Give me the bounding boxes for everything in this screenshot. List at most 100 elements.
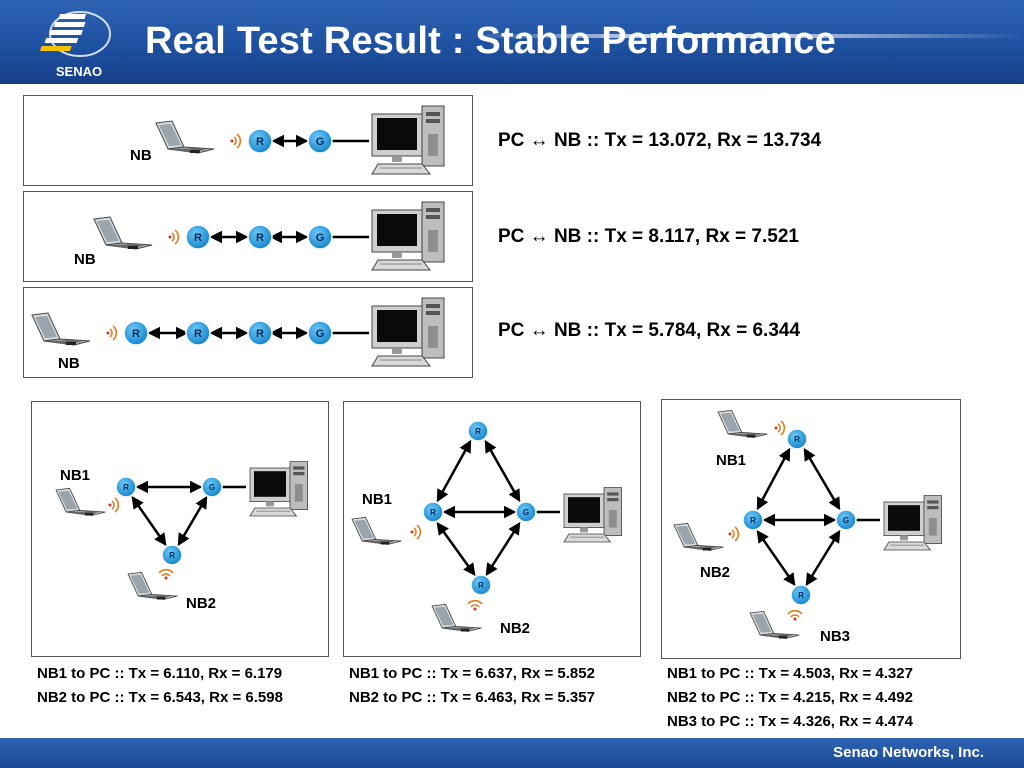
result-line: NB1 to PC :: Tx = 6.637, Rx = 5.852 [349, 665, 595, 682]
nb-label: NB [74, 251, 96, 268]
header-streak [470, 34, 1024, 38]
pc-icon [563, 487, 622, 543]
link-arrow [484, 439, 521, 503]
gateway-label: G [843, 516, 849, 525]
gateway-node: G [835, 509, 857, 531]
router-label: R [256, 136, 264, 148]
nb1-label: NB1 [60, 467, 90, 484]
wifi-icon [229, 133, 242, 149]
wifi-icon [467, 599, 483, 612]
senao-logo: SENAO [40, 11, 111, 79]
laptop-icon [717, 409, 768, 438]
nb1-label: NB1 [716, 452, 746, 469]
wifi-icon [167, 229, 180, 245]
router-node: R [742, 509, 764, 531]
router-label: R [430, 508, 436, 517]
gateway-node: G [515, 501, 537, 523]
router-label: R [475, 427, 481, 436]
router-node: R [470, 574, 492, 596]
gateway-label: G [316, 136, 325, 148]
pc-icon [371, 297, 445, 367]
mesh-caption-2: NB1 to PC :: Tx = 6.637, Rx = 5.852 NB2 … [349, 662, 595, 710]
footer-bar: Senao Networks, Inc. [0, 738, 1024, 768]
pc-icon [371, 201, 445, 271]
link-arrow [177, 495, 208, 547]
linear-diagram-1: R G NB [130, 105, 445, 175]
header-bar: SENAO Real Test Result : Stable Performa… [0, 0, 1024, 84]
link-arrow [131, 495, 167, 547]
logo-text: SENAO [56, 64, 102, 79]
router-node: R [790, 584, 812, 606]
wifi-icon [773, 420, 786, 436]
result-line: NB1 to PC :: Tx = 6.110, Rx = 6.179 [37, 665, 283, 682]
router-label: R [169, 551, 175, 560]
linear-result-1: PC ↔ NB :: Tx = 13.072, Rx = 13.734 [498, 130, 822, 151]
link-arrow [803, 447, 841, 511]
mesh-diagram-1: R G R NB1 NB2 [55, 461, 309, 612]
gateway-node: G [307, 320, 333, 346]
linear-diagram-2: R R G NB [74, 201, 445, 271]
pc-icon [249, 461, 309, 517]
result-line: NB2 to PC :: Tx = 6.463, Rx = 5.357 [349, 689, 595, 706]
linear-result-2: PC ↔ NB :: Tx = 8.117, Rx = 7.521 [498, 226, 799, 247]
router-node: R [185, 224, 211, 250]
router-node: R [422, 501, 444, 523]
laptop-icon [127, 571, 178, 600]
nb2-label: NB2 [700, 564, 730, 581]
laptop-icon [55, 487, 106, 516]
router-node: R [123, 320, 149, 346]
link-arrow [756, 529, 796, 587]
router-label: R [798, 591, 804, 600]
gateway-node: G [201, 476, 223, 498]
wifi-icon [787, 609, 803, 622]
router-label: R [194, 328, 202, 340]
router-node: R [467, 420, 489, 442]
router-label: R [132, 328, 140, 340]
nb-label: NB [58, 355, 80, 372]
footer-brand: Senao Networks, Inc. [833, 744, 984, 761]
page-title: Real Test Result : Stable Performance [145, 20, 836, 62]
result-line: NB3 to PC :: Tx = 4.326, Rx = 4.474 [667, 713, 913, 730]
nb2-label: NB2 [186, 595, 216, 612]
linear-topology-1: R G NB [23, 95, 473, 186]
router-node: R [247, 128, 273, 154]
wifi-icon [727, 526, 740, 542]
router-node: R [115, 476, 137, 498]
nb3-label: NB3 [820, 628, 850, 645]
gateway-label: G [316, 328, 325, 340]
gateway-node: G [307, 224, 333, 250]
router-label: R [256, 328, 264, 340]
nb2-label: NB2 [500, 620, 530, 637]
router-label: R [750, 516, 756, 525]
router-label: R [794, 435, 800, 444]
mesh-caption-3: NB1 to PC :: Tx = 4.503, Rx = 4.327 NB2 … [667, 662, 913, 734]
wifi-icon [158, 568, 174, 581]
result-line: NB2 to PC :: Tx = 4.215, Rx = 4.492 [667, 689, 913, 706]
mesh-topology-1: R G R NB1 NB2 [31, 401, 329, 657]
gateway-label: G [316, 232, 325, 244]
laptop-icon [673, 522, 724, 551]
link-arrow [485, 521, 521, 577]
router-label: R [123, 483, 129, 492]
laptop-icon [31, 312, 91, 346]
link-arrow [436, 439, 472, 503]
router-node: R [247, 224, 273, 250]
router-node: R [247, 320, 273, 346]
linear-result-3: PC ↔ NB :: Tx = 5.784, Rx = 6.344 [498, 320, 801, 341]
linear-diagram-3: R R R G NB [31, 297, 445, 372]
laptop-icon [155, 120, 215, 154]
router-node: R [161, 544, 183, 566]
pc-icon [883, 495, 942, 551]
router-label: R [478, 581, 484, 590]
mesh-topology-2: R R G R NB1 NB2 [343, 401, 641, 657]
nb1-label: NB1 [362, 491, 392, 508]
linear-topology-3: R R R G NB [23, 287, 473, 378]
mesh-caption-1: NB1 to PC :: Tx = 6.110, Rx = 6.179 NB2 … [37, 662, 283, 710]
router-node: R [786, 428, 808, 450]
wifi-icon [409, 524, 422, 540]
link-arrow [805, 529, 841, 587]
gateway-node: G [307, 128, 333, 154]
link-arrow [436, 521, 476, 577]
nb-label: NB [130, 147, 152, 164]
link-arrow [756, 447, 791, 511]
